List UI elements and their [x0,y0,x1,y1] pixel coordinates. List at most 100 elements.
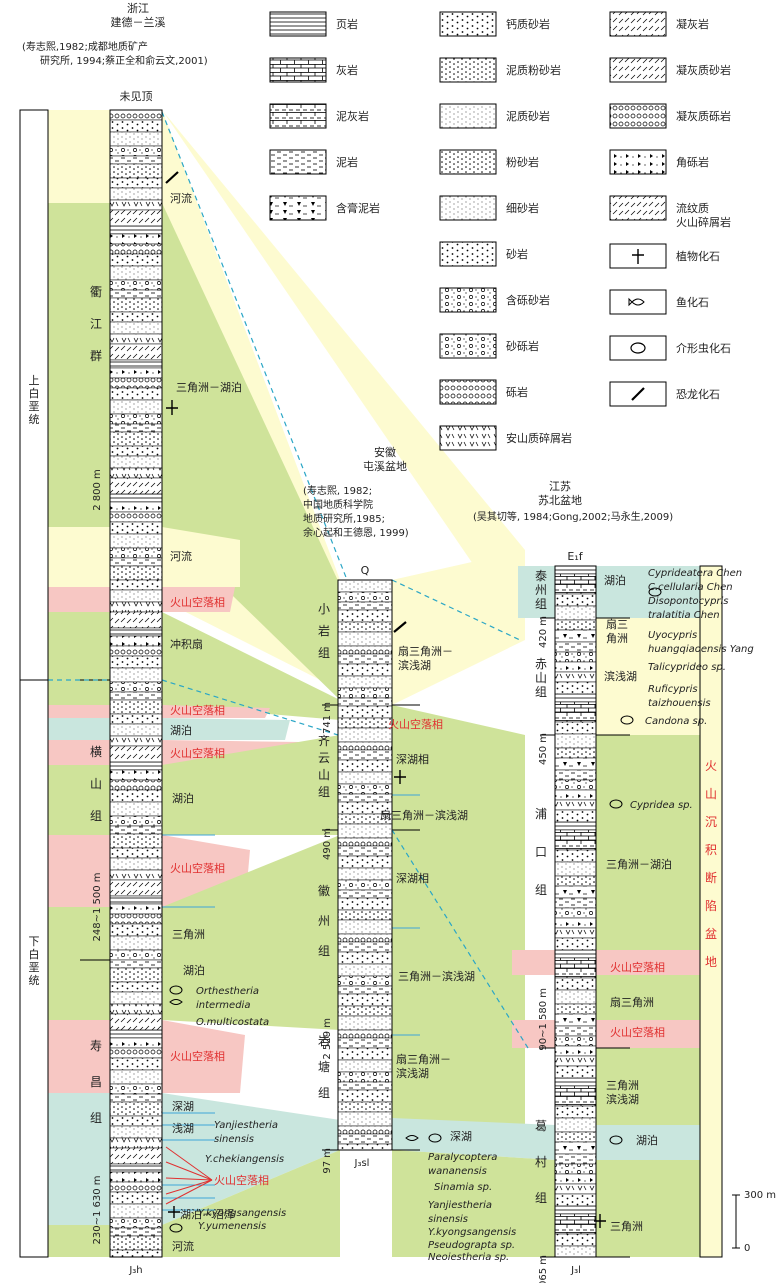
vertical-char: 葛 [535,1119,547,1133]
lithology-bed [109,467,163,479]
lithology-bed [337,1081,393,1091]
scale-top-label: 300 m [744,1190,776,1201]
lithology-bed [337,793,393,803]
ah-fossil-name: sinensis [428,1214,468,1225]
ah-js-green-wedge [392,705,525,1150]
zj-band-lake-2 [48,765,110,835]
lithology-bed [337,675,393,689]
zj-volcanic-right-1 [162,587,235,612]
lithology-bed [109,1037,163,1049]
legend-label: 泥质粉砂岩 [506,63,561,77]
lithology-bed [109,1069,163,1085]
zj-fossil-name: Y.yumenensis [198,1221,266,1232]
lithology-bed [109,367,163,379]
ah-fossil-name: Sinamia sp. [434,1182,492,1193]
lithology-bed [337,771,393,785]
lithology-bed [109,321,163,335]
vertical-char: 火 [705,759,717,773]
corr-dash-top [161,111,356,601]
zj-volcanic-pointer [165,1179,213,1205]
vertical-char: 组 [318,785,330,799]
lithology-bed [337,1133,393,1145]
vertical-char: 陷 [705,898,717,913]
lithology-bed [554,1183,597,1195]
ah-js-base-green [392,1150,555,1257]
vertical-char: 寿 [90,1039,102,1053]
vertical-char: 组 [90,809,102,823]
legend-swatch-pebbly_sand [439,287,497,313]
zj-reference-1: (寿志熙,1982;成都地质矿产 [22,40,148,53]
ah-thickness-2: 490 m [322,828,333,860]
js-facies-label: 湖泊 [636,1134,658,1147]
js-thickness-2: 450 m [538,733,549,765]
js-fossil-name: Talicyprideo sp. [648,662,726,673]
legend-swatch-fish [609,289,667,315]
lithology-bed [109,745,163,763]
vertical-char: 垩 [29,400,40,413]
js-place-title: 苏北盆地 [538,493,582,507]
lithology-bed [109,1083,163,1095]
legend-label: 砂岩 [506,247,528,261]
lithology-bed [109,857,163,871]
vertical-char: 州 [318,914,330,928]
ah-lithology-column [337,579,393,1151]
vertical-char: 群 [90,349,102,363]
lithology-bed [337,687,393,699]
lithology-bed [554,681,597,695]
js-fossil-name: Ruficypris [648,684,698,695]
js-band-base-right [596,1160,700,1257]
lithology-bed [109,1093,163,1103]
lithology-bed [554,1193,597,1207]
ah-place-title: 屯溪盆地 [363,459,407,473]
lithology-bed [554,757,597,771]
vertical-char: 积 [705,843,717,857]
vertical-char: 口 [535,845,547,859]
vertical-char: 断 [705,870,717,885]
lithology-bed [337,1125,393,1135]
lithology-bed [554,641,597,653]
lithology-bed [337,621,393,633]
lithology-bed [554,651,597,663]
zj-facies-label: 深湖 [172,1100,194,1113]
lithology-bed [109,493,163,503]
lithology-bed [337,653,393,665]
ah-ostracod-icon [428,1133,442,1143]
ah-facies-label: 扇三角洲－ [398,644,453,658]
zj-volcanic-pointer [165,1177,213,1181]
zj-plant-icon [166,400,178,415]
lithology-bed [109,423,163,433]
lithology-bed [109,289,163,299]
zj-lithology-column [109,109,163,1258]
vertical-char: 上 [29,374,40,387]
vertical-char: 州 [535,583,547,597]
legend-label: 火山碎屑岩 [676,215,731,229]
lithology-bed [337,837,393,847]
lithology-bed [337,601,393,611]
legend-swatch-calc_sand [439,11,497,37]
zj-facies-label: 火山空落相 [170,861,225,875]
legend-label: 砂砾岩 [506,339,539,353]
lithology-bed [109,521,163,535]
lithology-bed [554,701,597,713]
js-thickness-4: 1 065 m [538,1255,549,1283]
ah-fossil-name: Neoiestheria sp. [428,1252,509,1263]
zj-plant-icon-2 [168,1206,180,1218]
zj-formation-hengshan: 横山组 [90,745,102,823]
vertical-char: 衢 [90,285,102,299]
lithology-bed [554,907,597,919]
lithology-bed [337,663,393,677]
lithology-bed [337,1111,393,1127]
ah-fossil-name: Yanjiestheria [428,1200,492,1211]
lithology-bed [109,1101,163,1117]
legend-layer: 页岩灰岩泥灰岩泥岩含膏泥岩钙质砂岩泥质粉砂岩泥质砂岩粉砂岩细砂岩砂岩含砾砂岩砂砾… [269,11,731,451]
lithology-bed [109,723,163,737]
lithology-bed [554,565,597,575]
vertical-char: 江 [90,317,102,331]
zj-fossil-name: Orthestheria [196,986,259,997]
lithology-bed [554,849,597,863]
lithology-bed [109,825,163,835]
lithology-bed [109,935,163,951]
lithology-bed [109,1203,163,1219]
legend-swatch-limestone [269,57,327,83]
zj-ostracod-icon [169,985,183,995]
